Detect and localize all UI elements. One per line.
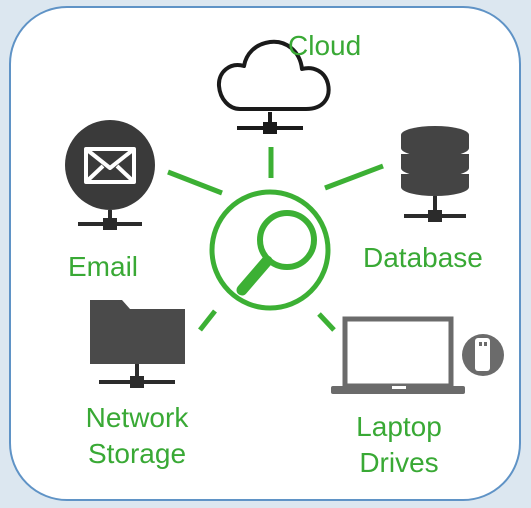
email-label: Email — [68, 249, 138, 285]
laptop-drives-label: Laptop Drives — [339, 409, 459, 481]
storage-network-connector-icon — [99, 364, 175, 388]
database-icon — [401, 126, 469, 196]
email-icon — [65, 120, 155, 210]
laptop-icon — [331, 316, 465, 394]
folder-icon — [90, 300, 185, 364]
laptop-drives-label-line-2: Drives — [359, 447, 439, 478]
usb-drive-icon — [462, 334, 504, 376]
laptop-drives-label-line-1: Laptop — [356, 411, 442, 442]
connectors — [167, 147, 384, 332]
database-label-line-1: Database — [363, 242, 483, 273]
cloud-label: Cloud — [288, 28, 361, 64]
magnifier-icon — [209, 189, 331, 311]
database-label: Database — [363, 240, 483, 276]
network-storage-label-line-1: Network — [85, 402, 189, 433]
cloud-network-connector-icon — [237, 112, 303, 134]
connector-email — [167, 169, 223, 196]
email-network-connector-icon — [78, 210, 142, 230]
connector-network-storage — [198, 309, 217, 332]
email-label-line-1: Email — [68, 251, 139, 282]
connector-laptop — [317, 312, 336, 332]
cloud-icon — [216, 39, 331, 111]
connector-database — [324, 163, 384, 191]
database-network-connector-icon — [404, 196, 466, 222]
network-storage-label-line-2: Storage — [87, 438, 187, 469]
network-storage-label: Network Storage — [72, 400, 202, 472]
cloud-label-line-1: Cloud — [288, 30, 362, 61]
